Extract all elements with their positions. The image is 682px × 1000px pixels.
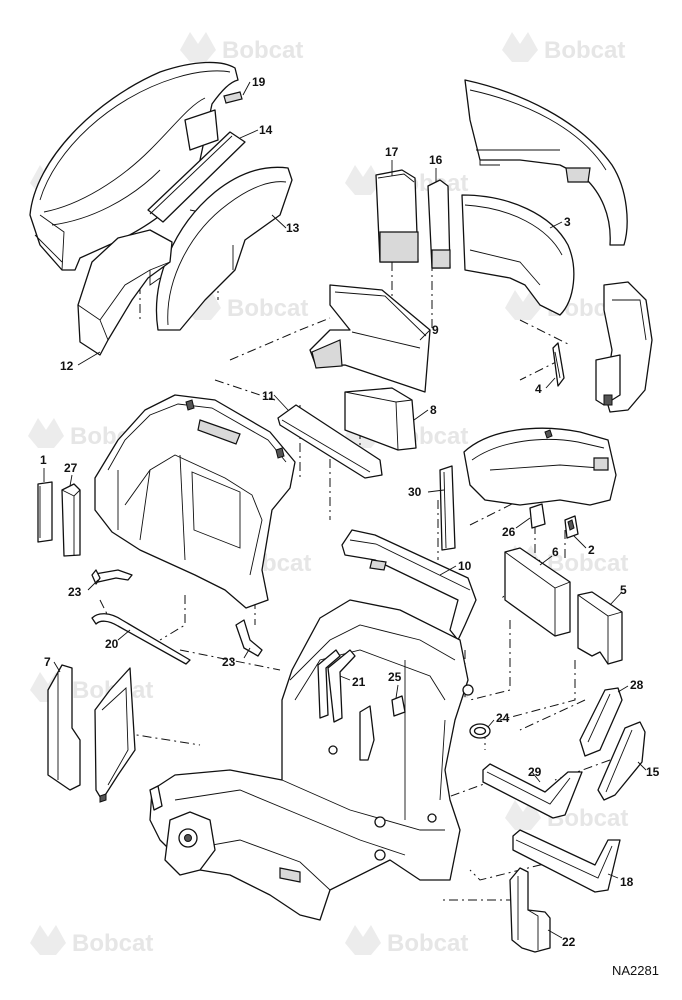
part-12-block xyxy=(77,229,173,356)
callout-25: 25 xyxy=(388,670,402,684)
leader-lines xyxy=(43,81,647,939)
part-26-block xyxy=(529,503,546,529)
part-9-panel xyxy=(309,284,431,393)
part-30-strip xyxy=(439,465,456,551)
part-21-strip xyxy=(317,649,356,723)
callout-19: 19 xyxy=(252,75,266,89)
callout-labels: 19 14 13 12 17 16 3 9 4 11 8 1 27 30 26 … xyxy=(40,75,660,949)
svg-text:Bobcat: Bobcat xyxy=(227,295,308,322)
callout-23a: 23 xyxy=(68,585,82,599)
callout-4: 4 xyxy=(535,382,542,396)
part-20-rod xyxy=(91,613,191,665)
callout-21: 21 xyxy=(352,675,366,689)
part-24-ring xyxy=(469,723,491,739)
callout-6: 6 xyxy=(552,545,559,559)
callout-3: 3 xyxy=(564,215,571,229)
callout-28: 28 xyxy=(630,678,644,692)
callout-20: 20 xyxy=(105,637,119,651)
part-23a-hook xyxy=(91,569,133,585)
callout-10: 10 xyxy=(458,559,472,573)
svg-text:Bobcat: Bobcat xyxy=(72,930,153,957)
part-6-panel xyxy=(504,547,571,637)
part-16-pad xyxy=(427,179,451,269)
callout-26: 26 xyxy=(502,525,516,539)
part-2-block xyxy=(564,515,579,539)
svg-text:Bobcat: Bobcat xyxy=(222,37,303,64)
callout-13: 13 xyxy=(286,221,300,235)
part-22-bracket xyxy=(509,867,551,953)
callout-9: 9 xyxy=(432,323,439,337)
side-screen-part xyxy=(94,667,136,803)
callout-24: 24 xyxy=(496,711,510,725)
svg-text:Bobcat: Bobcat xyxy=(387,930,468,957)
part-5-panel xyxy=(577,591,623,665)
callout-17: 17 xyxy=(385,145,399,159)
callout-2: 2 xyxy=(588,543,595,557)
main-chassis-part xyxy=(149,599,474,921)
svg-text:Bobcat: Bobcat xyxy=(547,550,628,577)
watermark: Bobcat xyxy=(502,32,625,64)
canopy-housing-part xyxy=(29,61,239,271)
watermark: Bobcat xyxy=(180,32,303,64)
watermark: Bobcat xyxy=(30,925,153,957)
callout-11: 11 xyxy=(262,389,275,403)
callout-15: 15 xyxy=(646,765,660,779)
reference-code: NA2281 xyxy=(612,963,659,978)
watermark: Bobcat xyxy=(185,290,308,322)
part-17-pad xyxy=(375,169,419,263)
rear-tub-part xyxy=(463,427,617,506)
part-18-angle xyxy=(512,829,621,893)
part-19-tab xyxy=(223,91,243,104)
part-15-pad xyxy=(597,721,646,801)
callout-16: 16 xyxy=(429,153,443,167)
part-25-block xyxy=(391,695,406,717)
part-11-strip xyxy=(277,404,383,479)
side-post-part xyxy=(595,281,653,413)
part-29-angle xyxy=(482,763,583,819)
part-8-cushion xyxy=(344,387,417,451)
bracket-part xyxy=(359,705,375,761)
callout-12: 12 xyxy=(60,359,74,373)
callout-7: 7 xyxy=(44,655,51,669)
watermark: Bobcat xyxy=(345,925,468,957)
callout-5: 5 xyxy=(620,583,627,597)
part-7-panel xyxy=(47,664,81,791)
part-10-cover xyxy=(341,529,477,641)
rear-cover-part xyxy=(464,79,628,246)
callout-29: 29 xyxy=(528,765,542,779)
watermark: Bobcat xyxy=(505,800,628,832)
cab-frame-part xyxy=(94,394,296,609)
part-13-curved-panel xyxy=(155,166,293,331)
callout-22: 22 xyxy=(562,935,576,949)
part-4-strip xyxy=(552,342,565,387)
callout-27: 27 xyxy=(64,461,78,475)
part-3-shell xyxy=(461,194,575,316)
callout-30: 30 xyxy=(408,485,422,499)
callout-18: 18 xyxy=(620,875,634,889)
part-1-bar xyxy=(37,481,53,543)
part-14-strip xyxy=(147,131,246,223)
callout-23b: 23 xyxy=(222,655,236,669)
part-28-pad xyxy=(579,687,623,757)
svg-text:Bobcat: Bobcat xyxy=(544,37,625,64)
callout-14: 14 xyxy=(259,123,273,137)
part-23b-hook xyxy=(235,619,263,657)
callout-8: 8 xyxy=(430,403,437,417)
part-27-block xyxy=(61,483,81,557)
callout-1: 1 xyxy=(40,453,47,467)
